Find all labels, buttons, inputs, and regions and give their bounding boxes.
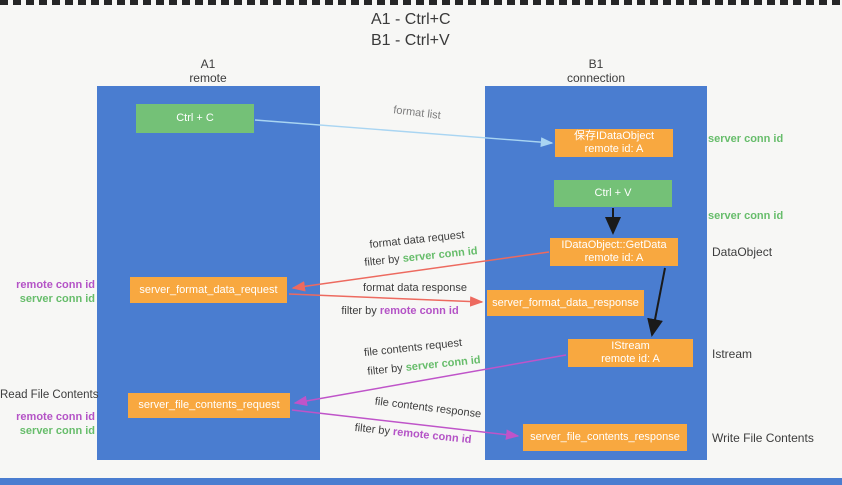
format-data-request-arrow [291, 251, 550, 292]
right-server-conn-id-1: server conn id [708, 133, 784, 145]
format-data-response-arrow [288, 293, 484, 307]
getdata-to-istream-arrow [647, 267, 666, 337]
server-file-contents-request-label: server_file_contents_request [138, 399, 280, 411]
file-contents-response-arrow [291, 409, 520, 440]
ctrl-v-box: Ctrl + V [554, 180, 672, 207]
save-idataobject-line1: 保存IDataObject [573, 130, 655, 142]
write-file-contents-label: Write File Contents [712, 431, 814, 445]
read-file-contents-label: Read File Contents [0, 389, 99, 401]
server-format-data-response-box: server_format_data_response [487, 290, 644, 316]
getdata-line1: IDataObject::GetData [561, 239, 667, 251]
title-line-1: A1 - Ctrl+C [371, 11, 451, 28]
getdata-box: IDataObject::GetData remote id: A [550, 238, 678, 266]
left-remote-conn-id-1: remote conn id [16, 279, 95, 291]
getdata-line2: remote id: A [584, 252, 644, 264]
server-file-contents-response-box: server_file_contents_response [523, 424, 687, 451]
right-server-conn-id-2: server conn id [708, 210, 784, 222]
column-a-subtitle: remote [189, 71, 227, 85]
format-data-response-label: format data response [363, 282, 467, 294]
left-server-conn-id-2: server conn id [19, 425, 95, 437]
istream-line2: remote id: A [601, 353, 660, 365]
ctrl-c-label: Ctrl + C [176, 112, 214, 124]
column-b-name: B1 [588, 57, 604, 71]
server-format-data-response-label: server_format_data_response [492, 296, 639, 309]
server-format-data-request-label: server_format_data_request [139, 283, 278, 296]
column-a-name: A1 [200, 57, 216, 71]
server-file-contents-response-label: server_file_contents_response [530, 431, 680, 443]
column-a-header: A1 remote [158, 57, 258, 85]
istream-side-label: Istream [712, 347, 753, 361]
istream-box: IStream remote id: A [568, 339, 693, 367]
save-idataobject-line2: remote id: A [584, 143, 644, 155]
server-format-data-request-box: server_format_data_request [130, 277, 287, 303]
column-b-subtitle: connection [566, 71, 626, 85]
left-conn-id-block-1: remote conn id server conn id [0, 278, 95, 306]
column-b-header: B1 connection [546, 57, 646, 85]
ctrl-v-label: Ctrl + V [594, 187, 632, 199]
file-contents-request-arrow [293, 354, 567, 407]
save-idataobject-box: 保存IDataObject remote id: A [555, 129, 673, 157]
server-file-contents-request-box: server_file_contents_request [128, 393, 290, 418]
filter-by-remote-conn-id-label-1: filter by remote conn id [340, 305, 460, 317]
format-list-arrow [254, 119, 554, 148]
istream-line1: IStream [611, 340, 650, 352]
diagram-title: A1 - Ctrl+C B1 - Ctrl+V [371, 9, 451, 51]
title-line-2: B1 - Ctrl+V [371, 32, 450, 49]
bottom-edge-bar [0, 478, 842, 485]
filter-by-value-2: remote conn id [379, 305, 459, 317]
dotted-divider [0, 0, 842, 5]
left-remote-conn-id-2: remote conn id [16, 411, 95, 423]
left-conn-id-block-2: remote conn id server conn id [0, 410, 95, 438]
left-server-conn-id-1: server conn id [19, 293, 95, 305]
filter-by-prefix-2: filter by [341, 305, 380, 317]
dataobject-label: DataObject [712, 245, 773, 259]
ctrl-c-box: Ctrl + C [136, 104, 254, 133]
